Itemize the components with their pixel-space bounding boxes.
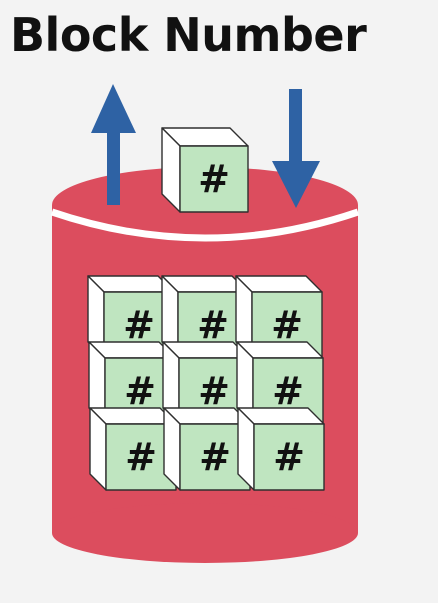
block-number-label: #: [124, 369, 156, 413]
cylinder-rim: [50, 208, 360, 242]
block-number-label: #: [273, 435, 305, 479]
block-number-label: #: [199, 435, 231, 479]
cylinder-bottom: [52, 503, 358, 563]
block-cell: #: [237, 407, 325, 491]
block-front-face: [179, 145, 249, 213]
block-number-label: #: [198, 157, 230, 201]
block-number-label: #: [123, 303, 155, 347]
block-cell: #: [89, 407, 177, 491]
diagram-title: Block Number: [10, 8, 367, 62]
block-number-label: #: [198, 369, 230, 413]
block-number-label: #: [272, 369, 304, 413]
block-grid: # # # # # # # # # #: [87, 127, 325, 491]
block-number-label: #: [271, 303, 303, 347]
block-number-label: #: [197, 303, 229, 347]
arrow-up-icon: [91, 84, 136, 205]
arrow-down-icon: [272, 89, 320, 208]
block-front-face: [253, 423, 325, 491]
block-cell: #: [163, 407, 251, 491]
block-number-label: #: [125, 435, 157, 479]
block-incoming: #: [161, 127, 249, 213]
